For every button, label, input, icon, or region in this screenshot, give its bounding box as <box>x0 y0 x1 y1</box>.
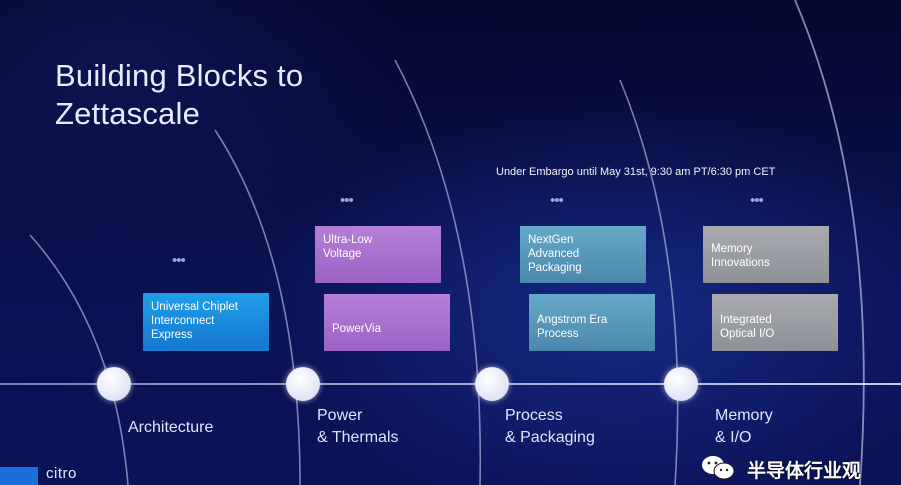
more-indicator-power: ••• <box>340 192 354 209</box>
box-angstrom-era-process: Angstrom Era Process <box>529 294 655 351</box>
category-memory-io: Memory & I/O <box>715 405 773 449</box>
box-label: Integrated Optical I/O <box>720 314 775 340</box>
box-memory-innovations: Memory Innovations <box>703 226 829 283</box>
category-label: Power <box>317 407 363 424</box>
timeline-node-memory <box>664 367 698 401</box>
box-label: Universal Chiplet Interconnect Express <box>151 301 238 341</box>
wechat-icon <box>701 455 735 485</box>
title-line-2: Zettascale <box>55 96 201 131</box>
timeline-axis <box>0 383 901 385</box>
category-process-packaging: Process & Packaging <box>505 405 595 449</box>
more-indicator-process: ••• <box>550 192 564 209</box>
brand-logo <box>0 467 38 485</box>
box-powervia: PowerVia <box>324 294 450 351</box>
timeline-node-power <box>286 367 320 401</box>
box-universal-chiplet-interconnect-express: Universal Chiplet Interconnect Express <box>143 293 269 351</box>
timeline-node-process <box>475 367 509 401</box>
category-power-thermals: Power & Thermals <box>317 405 399 449</box>
box-label: Angstrom Era Process <box>537 314 608 340</box>
category-label-line2: & Packaging <box>505 429 595 446</box>
category-label: Architecture <box>128 419 214 436</box>
box-label: Ultra-Low Voltage <box>323 234 373 260</box>
box-integrated-optical-io: Integrated Optical I/O <box>712 294 838 351</box>
category-label: Process <box>505 407 563 424</box>
slide-title: Building Blocks to Zettascale <box>55 57 303 133</box>
timeline-node-architecture <box>97 367 131 401</box>
box-label: NextGen Advanced Packaging <box>528 234 582 274</box>
box-nextgen-advanced-packaging: NextGen Advanced Packaging <box>520 226 646 283</box>
more-indicator-memory: ••• <box>750 192 764 209</box>
more-indicator-architecture: ••• <box>172 252 186 269</box>
category-label-line2: & Thermals <box>317 429 399 446</box>
watermark-text: 半导体行业观 <box>747 461 862 482</box>
category-label: Memory <box>715 407 773 424</box>
title-line-1: Building Blocks to <box>55 58 304 93</box>
box-label: PowerVia <box>332 323 382 335</box>
box-label: Memory Innovations <box>711 243 770 269</box>
brand-text: citro <box>46 465 77 482</box>
watermark: 半导体行业观 <box>697 452 901 485</box>
embargo-notice: Under Embargo until May 31st, 9:30 am PT… <box>496 166 776 178</box>
category-label-line2: & I/O <box>715 429 752 446</box>
box-ultra-low-voltage: Ultra-Low Voltage <box>315 226 441 283</box>
category-architecture: Architecture <box>128 417 213 439</box>
